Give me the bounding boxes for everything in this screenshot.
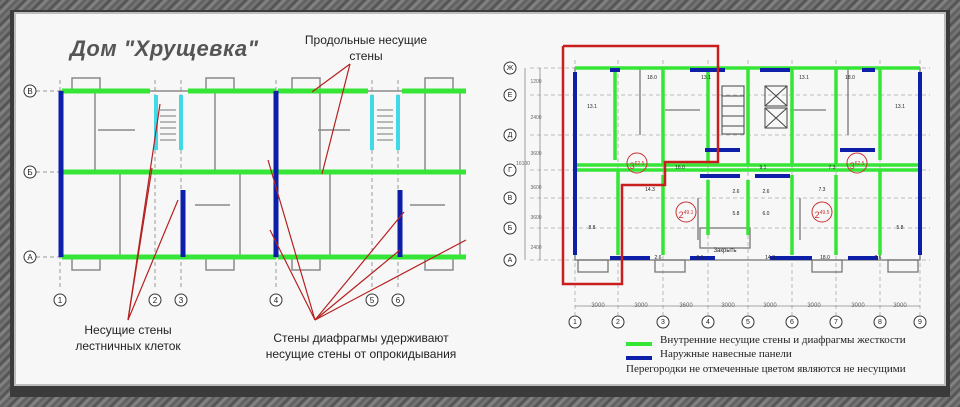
room-area: 2.6 — [762, 189, 770, 195]
label-longitudinal-walls: Продольные несущие стены — [296, 32, 436, 64]
room-area: 14.3 — [645, 187, 655, 193]
legend-partitions: Перегородки не отмеченные цветом являютс… — [626, 363, 906, 375]
dimension-label: 3600 — [530, 185, 542, 191]
legend-outer-panels: Наружные навесные панели — [660, 348, 792, 360]
room-area: 7.3 — [818, 187, 826, 193]
legend-swatch-blue — [626, 356, 652, 360]
axis-letter: А — [507, 257, 513, 264]
room-area: 18.0 — [820, 255, 830, 261]
dimension-label: 3000 — [893, 303, 907, 309]
axis-number: 2 — [616, 319, 620, 326]
room-area: 13.1 — [587, 104, 597, 110]
dimension-label: 3600 — [530, 151, 542, 157]
axis-number: 5 — [369, 296, 375, 305]
dimension-label: 3000 — [721, 303, 735, 309]
axis-letter: Д — [507, 132, 513, 139]
room-area: 6.0 — [762, 211, 770, 217]
room-area: 9.1 — [759, 165, 767, 171]
axis-letter: В — [27, 87, 33, 96]
dimension-label: 3600 — [530, 215, 542, 221]
apartment-rooms: 2 — [678, 210, 684, 220]
axis-number: 8 — [878, 319, 882, 326]
legend-swatch-green — [626, 342, 652, 346]
axis-number: 3 — [178, 296, 184, 305]
axis-number: 1 — [57, 296, 63, 305]
axis-letter: Б — [507, 225, 513, 232]
axis-number: 3 — [661, 319, 665, 326]
axis-number: 1 — [573, 319, 577, 326]
panel-border — [14, 12, 946, 386]
label-stair-walls: Несущие стены лестничных клеток — [58, 322, 198, 354]
axis-number: 7 — [834, 319, 838, 326]
axis-letter: Е — [507, 92, 513, 99]
room-area: 7.3 — [828, 165, 836, 171]
dimension-label: 3600 — [679, 303, 693, 309]
room-area: 14.3 — [765, 255, 775, 261]
apartment-rooms: 3 — [629, 161, 635, 171]
apartment-area: 49.1 — [683, 210, 694, 216]
label-line-2: лестничных клеток — [75, 339, 181, 353]
legend-inner-walls: Внутренние несущие стены и диафрагмы жес… — [660, 334, 906, 346]
dimension-label: 3000 — [851, 303, 865, 309]
axis-number: 9 — [918, 319, 922, 326]
axis-number: 2 — [152, 296, 158, 305]
apartment-badge: 362.5 — [624, 156, 650, 174]
label-diaphragm-walls: Стены диафрагмы удерживают несущие стены… — [246, 330, 476, 362]
label-line-2: несущие стены от опрокидывания — [265, 347, 457, 361]
label-line-1: Продольные несущие — [304, 33, 428, 47]
axis-number: 6 — [395, 296, 401, 305]
axis-letter: Ж — [506, 65, 514, 72]
dimension-label: 2400 — [530, 245, 542, 251]
apartment-area: 49.5 — [819, 210, 830, 216]
apartment-badge: 362.5 — [844, 156, 870, 174]
room-area: 5.8 — [732, 211, 740, 217]
axis-letter: В — [507, 195, 513, 202]
dimension-label: 2400 — [530, 115, 542, 121]
label-line-2: стены — [349, 49, 383, 63]
apartment-badge: 249.1 — [673, 205, 699, 223]
room-area: 9.1 — [696, 255, 704, 261]
dimension-label: 1200 — [530, 79, 542, 85]
dimension-label: 3000 — [634, 303, 648, 309]
axis-letter: А — [27, 253, 33, 262]
room-area: 13.1 — [895, 104, 905, 110]
dimension-label: 3000 — [763, 303, 777, 309]
apartment-area: 62.5 — [634, 161, 645, 167]
dimension-label: 3000 — [591, 303, 605, 309]
axis-number: 4 — [273, 296, 279, 305]
room-area: 13.1 — [799, 75, 809, 81]
room-area: 5.8 — [896, 225, 904, 231]
apartment-area: 62.5 — [854, 161, 865, 167]
axis-number: 5 — [746, 319, 750, 326]
balcony-label: Закрыть — [713, 248, 737, 254]
label-line-1: Несущие стены — [84, 323, 172, 337]
label-line-1: Стены диафрагмы удерживают — [273, 331, 449, 345]
room-area: 8.8 — [588, 225, 596, 231]
axis-number: 6 — [790, 319, 794, 326]
apartment-badge: 249.5 — [809, 205, 835, 223]
room-area: 16.0 — [675, 165, 685, 171]
left-floor-plan — [23, 63, 467, 321]
axis-letter: Г — [508, 167, 512, 174]
room-area: 2.6 — [874, 255, 882, 261]
room-area: 18.0 — [845, 75, 855, 81]
room-area: 18.0 — [647, 75, 657, 81]
apartment-rooms: 3 — [849, 161, 855, 171]
axis-letter: Б — [27, 168, 33, 177]
dimension-total: 16100 — [516, 161, 530, 167]
axis-number: 4 — [706, 319, 710, 326]
room-area: 2.6 — [654, 255, 662, 261]
dimension-label: 3000 — [807, 303, 821, 309]
right-floor-plan — [503, 44, 930, 329]
room-area: 13.1 — [701, 75, 711, 81]
apartment-rooms: 2 — [814, 210, 820, 220]
plan-title: Дом "Хрущевка" — [70, 36, 259, 61]
room-area: 2.6 — [732, 189, 740, 195]
